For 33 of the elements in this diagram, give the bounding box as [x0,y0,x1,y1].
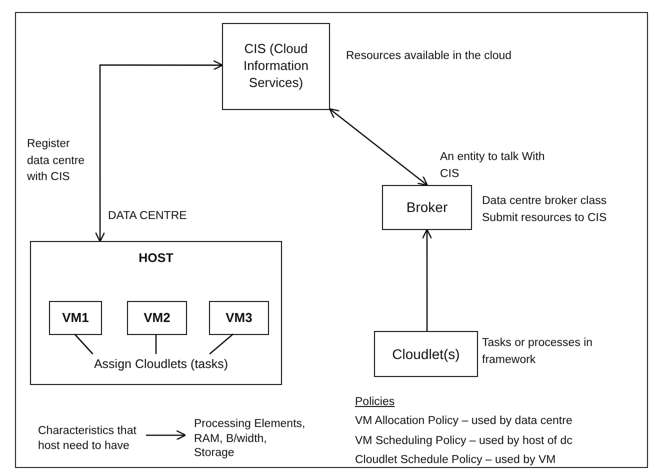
node-text: VM2 [144,310,170,326]
node-note: Tasks or processes in framework [482,336,594,368]
connector-line [155,334,157,354]
node-note: Resources available in the cloud [346,49,513,64]
process-box [374,331,478,377]
node-note: DATA CENTRE [108,209,188,224]
node-text: Characteristics that host need to have [38,424,138,454]
node-text: Assign Cloudlets (tasks) [94,356,228,372]
arrow [94,60,224,242]
arrow [146,430,186,440]
process-box [209,301,269,335]
connector-line [209,334,234,354]
node-note: Data centre broker class Submit resources to CIS [482,194,608,226]
box-heading: HOST [138,250,174,266]
arrow [329,108,428,186]
arrow [422,228,432,331]
note-text: Cloudlet Schedule Policy – used by VM [355,453,556,468]
process-box [382,185,472,230]
note-text: VM Scheduling Policy – used by host of dc [355,434,572,449]
node-text: Broker [406,198,448,217]
connector-line [74,334,94,354]
process-box [222,23,330,110]
section-heading: Policies [355,395,395,410]
node-text: CIS (Cloud Information Services) [242,41,310,92]
note-text: VM Allocation Policy – used by data centre [355,414,572,429]
container-box [30,241,282,385]
process-box [127,301,187,335]
node-text: Processing Elements, RAM, B/width, Storage [194,416,306,462]
node-text: Cloudlet(s) [392,344,460,364]
process-box [49,301,102,335]
node-text: VM1 [62,310,89,326]
node-note: An entity to talk With CIS [440,150,546,182]
node-text: VM3 [226,310,252,326]
